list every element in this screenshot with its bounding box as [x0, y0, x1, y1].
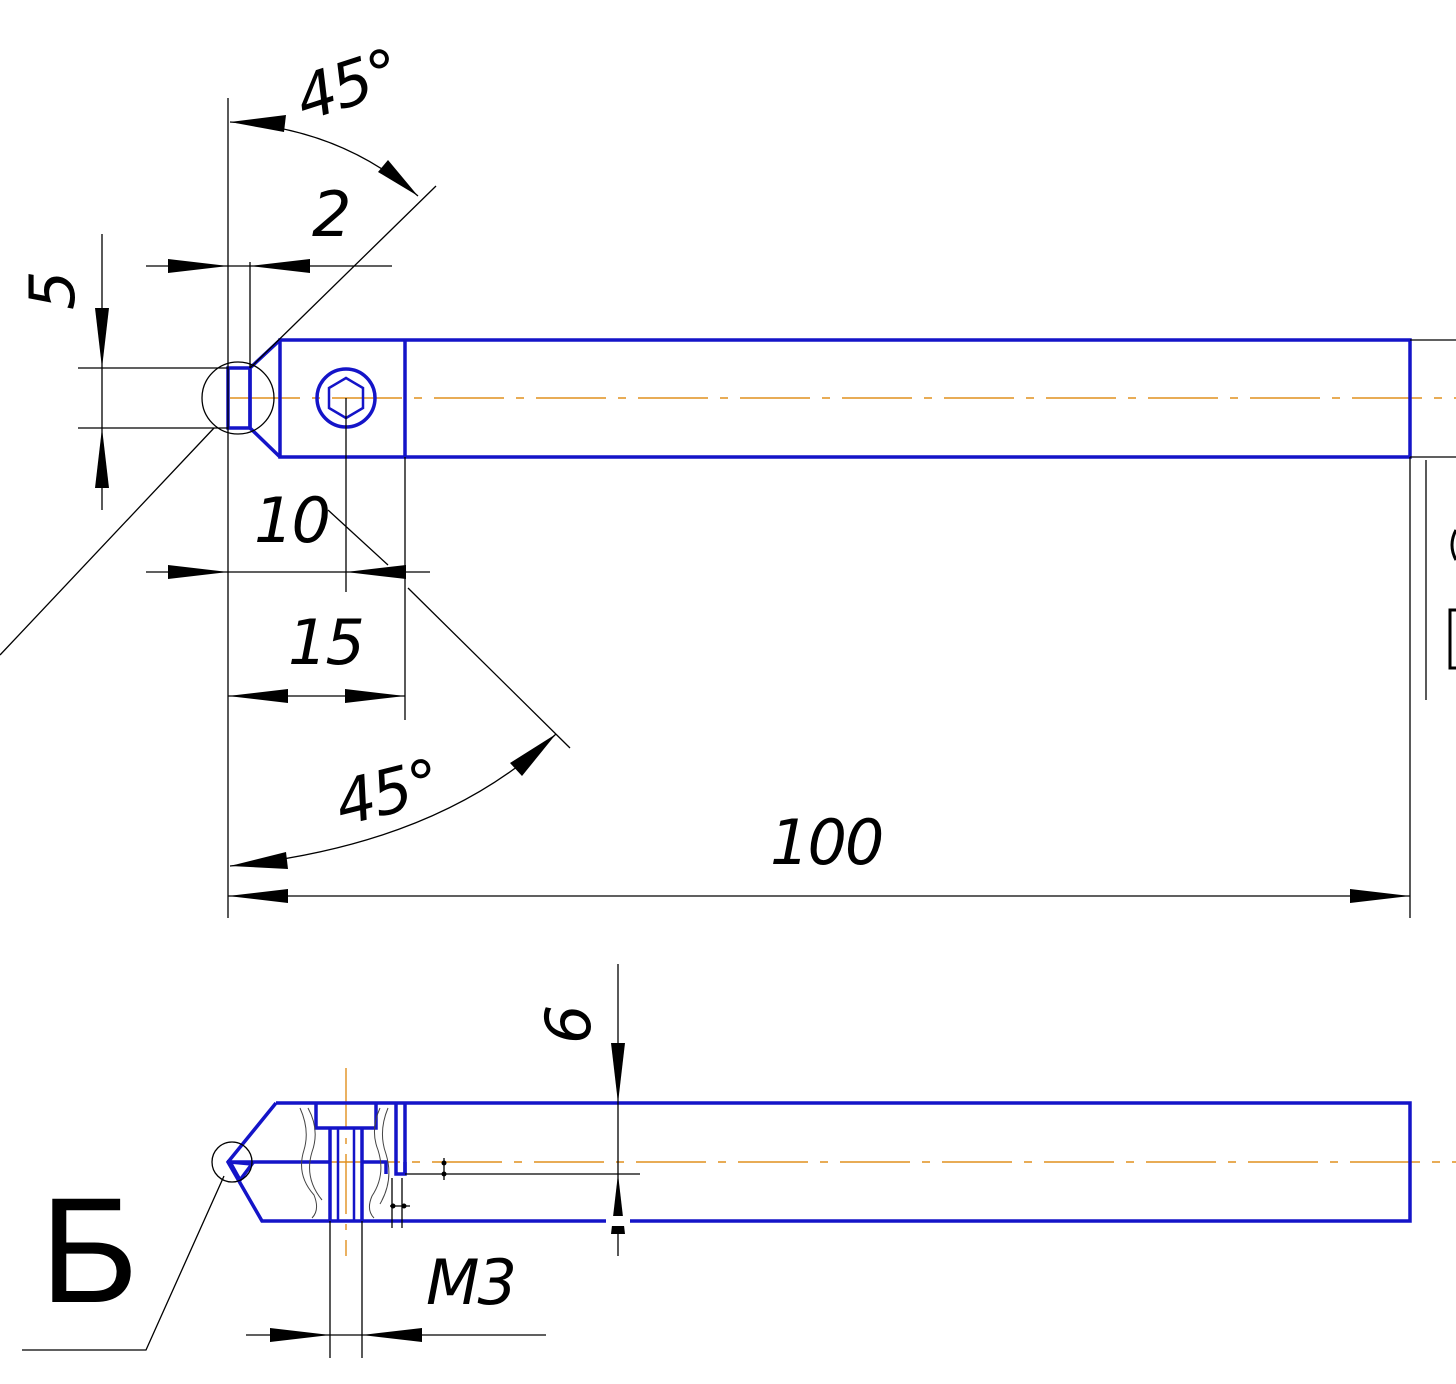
dim-2-arrow-right — [250, 259, 310, 273]
angle-top-arrow-left — [230, 115, 286, 132]
dim-5-arrow-bottom — [95, 428, 109, 488]
angle-bottom-arrow-right — [510, 734, 556, 776]
side-break-hatch-right-2 — [379, 1107, 390, 1205]
dim-angle-bottom-label: 45° — [328, 744, 446, 840]
side-detail-circle — [211, 1141, 253, 1183]
side-small-dot-4 — [401, 1203, 407, 1209]
side-body-outline — [225, 1101, 1412, 1223]
dim-5-label: 5 — [16, 273, 89, 310]
dim-10-label: 10 — [254, 484, 329, 557]
side-break-hatch-right — [368, 1107, 382, 1219]
side-break-hatch-left-2 — [307, 1107, 323, 1201]
dim-15-arrow-left — [228, 689, 288, 703]
top-view — [0, 98, 1456, 918]
top-detail-circle — [201, 361, 275, 435]
dim-100-arrow-right — [1350, 889, 1410, 903]
dim-6-arrow-top — [611, 1043, 625, 1103]
dim-6-label: 6 — [532, 1007, 605, 1044]
dim-15-arrow-right — [345, 689, 405, 703]
top-detail-leader — [0, 427, 215, 656]
side-small-dot-2 — [441, 1171, 447, 1177]
side-view — [22, 964, 1456, 1358]
dim-m3-label: M3 — [426, 1246, 515, 1319]
angle-bottom-arrow-left — [230, 852, 288, 869]
side-tip-insert — [226, 1159, 256, 1184]
dim-15-label: 15 — [288, 606, 363, 679]
right-partial-label-box — [1448, 608, 1456, 670]
chamfer-construction-line — [249, 185, 437, 369]
side-screw-head — [314, 1103, 378, 1130]
side-screw-collar — [362, 1160, 388, 1174]
top-shank-outline — [278, 338, 1412, 459]
view-label: Б — [40, 1166, 138, 1334]
right-partial-label-9 — [1450, 529, 1456, 561]
dim-m3-arrow-left — [270, 1328, 330, 1342]
view-label-leader — [22, 1175, 225, 1351]
side-small-dot-1 — [441, 1160, 447, 1166]
side-step — [394, 1103, 407, 1176]
dim-100-arrow-left — [228, 889, 288, 903]
angle-top-arrow-right — [378, 160, 418, 196]
side-break-hatch-left — [299, 1107, 318, 1219]
dim-100-label: 100 — [770, 806, 882, 879]
dim-m3-arrow-right — [362, 1328, 422, 1342]
dim-5-arrow-top — [95, 308, 109, 368]
dim-angle-top-label: 45° — [287, 34, 408, 136]
dim-2-arrow-left — [168, 259, 228, 273]
dim-10-arrow-left — [168, 565, 228, 579]
side-small-dot-3 — [390, 1203, 396, 1209]
angle-bottom-construction — [407, 587, 571, 749]
dim-10-arrow-right — [346, 565, 406, 579]
dim-2-label: 2 — [312, 178, 349, 251]
dim-6-gap — [606, 1216, 630, 1226]
dim-10-leader — [327, 509, 389, 566]
